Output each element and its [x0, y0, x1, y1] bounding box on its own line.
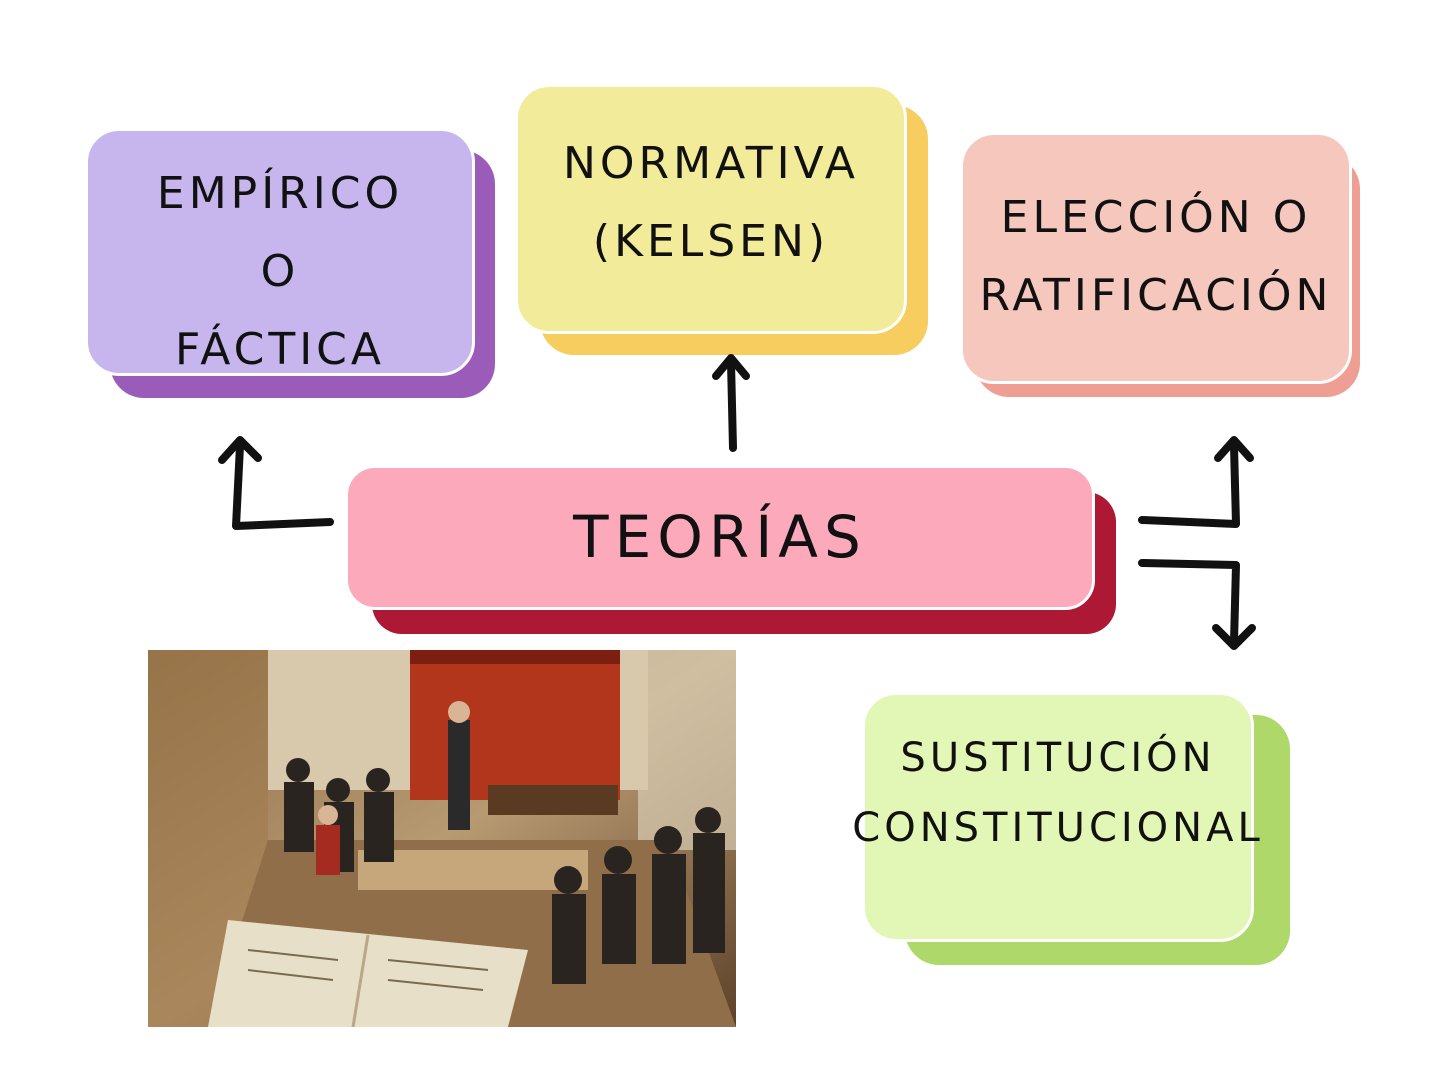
arrow-to-normativa-head [712, 354, 750, 380]
empirico-line-1: EMPÍRICO [156, 168, 404, 219]
normativa-card: NORMATIVA (KELSEN) [515, 84, 907, 334]
arrow-to-sustitucion-head [1212, 624, 1256, 650]
painting-illustration [148, 650, 736, 1027]
arrow-to-eleccion-head [1214, 436, 1254, 462]
assembly-painting-image [148, 650, 736, 1027]
center-card: TEORÍAS [345, 465, 1095, 610]
center-label: TEORÍAS [573, 502, 867, 571]
eleccion-card: ELECCIÓN O RATIFICACIÓN [960, 132, 1352, 384]
arrow-to-normativa [727, 358, 737, 452]
sustitucion-line-2: CONSTITUCIONAL [852, 805, 1264, 851]
empirico-line-2: O [260, 246, 300, 297]
arrow-to-empirico-head [218, 436, 262, 464]
empirico-card: EMPÍRICO O FÁCTICA [85, 128, 475, 376]
eleccion-line-2: RATIFICACIÓN [979, 270, 1333, 321]
sustitucion-card: SUSTITUCIÓN CONSTITUCIONAL [852, 692, 1260, 942]
normativa-line-2: (KELSEN) [592, 216, 830, 267]
eleccion-line-1: ELECCIÓN O [1000, 192, 1312, 243]
empirico-line-3: FÁCTICA [175, 324, 385, 375]
arrow-to-eleccion [1138, 442, 1240, 528]
arrow-to-sustitucion [1138, 559, 1240, 646]
normativa-line-1: NORMATIVA [562, 138, 859, 189]
sustitucion-line-1: SUSTITUCIÓN [900, 735, 1216, 781]
arrow-to-empirico [232, 442, 334, 530]
